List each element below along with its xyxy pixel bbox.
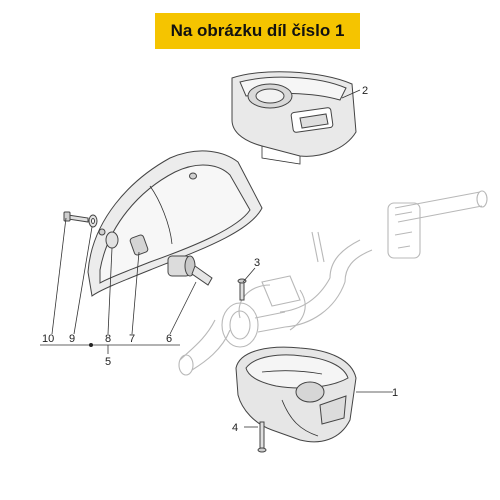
- callout-5: 5: [105, 356, 111, 368]
- callout-2: 2: [362, 85, 368, 97]
- callout-6: 6: [166, 333, 172, 345]
- callout-3: 3: [254, 257, 260, 269]
- bushing-part-7: [129, 234, 149, 256]
- spacer-part-6: [167, 255, 213, 286]
- handlebar-outline: [178, 190, 488, 376]
- grommet-part-8: [105, 231, 119, 249]
- callout-1: 1: [392, 387, 398, 399]
- washer-part-9: [88, 214, 98, 228]
- screw-part-4: [257, 421, 267, 453]
- screw-part-10: [63, 211, 89, 223]
- part-number-banner: Na obrázku díl číslo 1: [155, 13, 360, 49]
- callout-4: 4: [232, 422, 238, 434]
- callout-8: 8: [105, 333, 111, 345]
- screw-part-3: [237, 278, 247, 301]
- leader-lines: [40, 89, 393, 428]
- lower-handlebar-cover: [235, 346, 357, 443]
- callout-9: 9: [69, 333, 75, 345]
- callout-10: 10: [42, 333, 54, 345]
- upper-handlebar-cover: [231, 71, 357, 165]
- callout-7: 7: [129, 333, 135, 345]
- marker-dot: [89, 343, 93, 347]
